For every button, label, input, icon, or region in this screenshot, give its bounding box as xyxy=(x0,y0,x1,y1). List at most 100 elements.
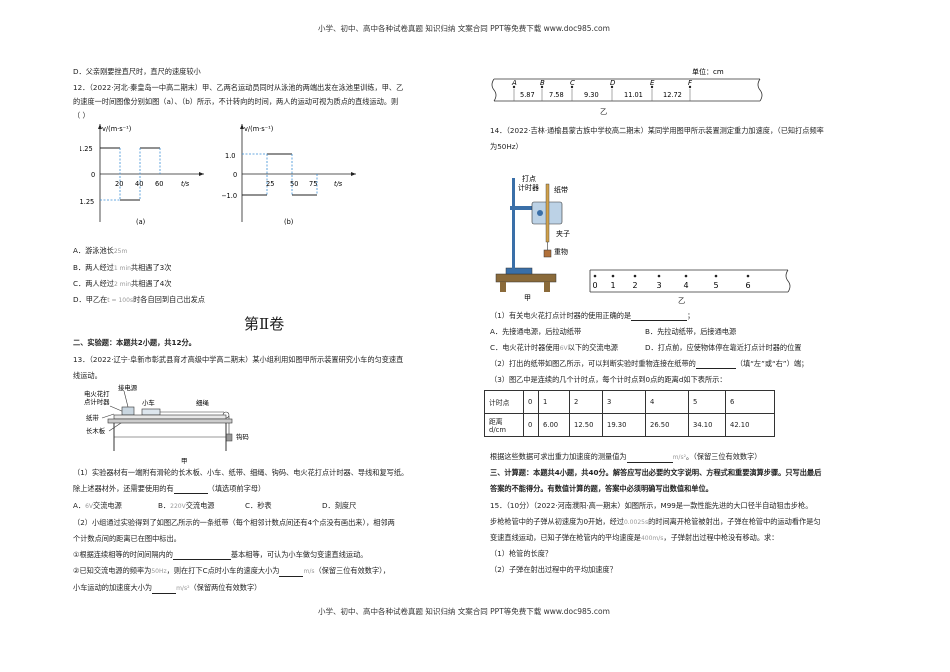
graph-a-xtick-60: 60 xyxy=(155,180,163,188)
tape2-tick-label: 3 xyxy=(657,281,662,290)
q14-3: （3）图乙中是连续的几个计时点，每个计时点到0点的距离d如下表所示： xyxy=(490,375,727,384)
tape2-tick-label: 0 xyxy=(593,281,598,290)
table-cell: 4 xyxy=(645,390,689,414)
distance-table: 计时点 0 1 2 3 4 5 6 距离d/cm 0 6.00 12.50 19… xyxy=(484,390,775,437)
tape-caption: 乙 xyxy=(600,107,608,116)
q15-line1: 15．（10分）（2022·河南濮阳·高一期末）如图所示，M99是一款性能先进的… xyxy=(490,501,813,510)
q13-1-answer-blank[interactable] xyxy=(173,485,208,494)
table-cell: 6.00 xyxy=(538,413,570,437)
graph-a-ytick-neg: −1.25 xyxy=(80,198,94,206)
graph-a-xtick-40: 40 xyxy=(135,180,143,188)
tape-point-dot xyxy=(512,85,516,89)
svg-text:钩码: 钩码 xyxy=(236,432,249,441)
q14-line1: 14．（2022·吉林·通榆县蒙古族中学校高二期末）某同学用图甲所示装置测定重力… xyxy=(490,126,824,135)
q14-2: （2）打出的纸带如图乙所示，可以判断实验时重物连接在纸带的（填“左”或“右”）端… xyxy=(490,359,809,369)
tape2-dot xyxy=(633,274,637,278)
graph-b-caption: (b) xyxy=(284,218,293,226)
tape-point-label: E xyxy=(650,79,655,87)
table-cell: 2 xyxy=(569,390,603,414)
q13-line1: 13．（2022·辽宁·阜新市彰武县育才高级中学高二期末）某小组利用如图甲所示装… xyxy=(73,355,404,364)
table-cell: 5 xyxy=(688,390,726,414)
tape-point-label: C xyxy=(570,79,575,87)
graph-a-xlabel: t/s xyxy=(181,180,190,188)
tape-point-label: A xyxy=(511,79,517,87)
svg-text:甲: 甲 xyxy=(524,294,531,302)
tape-distance-label: 11.01 xyxy=(624,91,643,99)
q13-2-i: ①根据连续相等的时间间隔内的基本相等，可认为小车做匀变速直线运动。 xyxy=(73,550,368,560)
svg-text:甲: 甲 xyxy=(181,457,187,465)
table-cell: 34.10 xyxy=(688,413,726,437)
tape-distance-label: 12.72 xyxy=(663,91,682,99)
svg-text:点计时器: 点计时器 xyxy=(84,397,110,406)
svg-text:打点: 打点 xyxy=(522,174,536,183)
graph-b-xtick-25: 25 xyxy=(266,180,274,188)
table-cell: 距离d/cm xyxy=(484,413,524,437)
tape2-caption: 乙 xyxy=(678,296,686,305)
table-cell: 0 xyxy=(523,413,539,437)
svg-text:夹子: 夹子 xyxy=(556,229,570,238)
tape-point-label: F xyxy=(688,79,693,87)
q13-2-iii-blank[interactable] xyxy=(152,585,177,594)
tape2-dot xyxy=(593,274,597,278)
graph-b-xlabel: t/s xyxy=(334,180,343,188)
q14-option-d: D．打点前，应使物体停在靠近打点计时器的位置 xyxy=(645,343,802,352)
graph-b-xtick-75: 75 xyxy=(309,180,317,188)
q14-line2: 为50Hz） xyxy=(490,142,523,151)
page-header: 小学、初中、高中各种试卷真题 知识归纳 文案合同 PPT等免费下载 www.do… xyxy=(318,24,610,33)
table-cell: 1 xyxy=(538,390,570,414)
svg-text:接电源: 接电源 xyxy=(118,383,138,392)
q13-line2: 线运动。 xyxy=(73,371,102,380)
table-cell: 6 xyxy=(725,390,775,414)
tape-point-dot xyxy=(570,85,574,89)
q14-4-blank[interactable] xyxy=(626,454,673,463)
table-cell: 26.50 xyxy=(645,413,689,437)
q14-option-c: C．电火花计时器使用6V以下的交流电源 xyxy=(490,343,618,352)
tape-point-dot xyxy=(688,85,692,89)
q12-option-c: C．两人经过2 min共相遇了4次 xyxy=(73,279,172,288)
svg-text:纸带: 纸带 xyxy=(554,185,568,194)
graph-a-caption: (a) xyxy=(136,218,145,226)
table-row: 距离d/cm 0 6.00 12.50 19.30 26.50 34.10 42… xyxy=(484,413,775,437)
svg-text:纸带: 纸带 xyxy=(86,413,99,422)
graph-a-ylabel: v/(m·s⁻¹) xyxy=(102,125,131,133)
svg-text:电火花打: 电火花打 xyxy=(84,389,110,398)
graph-b-ytick-neg: −1.0 xyxy=(222,192,237,200)
page-footer: 小学、初中、高中各种试卷真题 知识归纳 文案合同 PPT等免费下载 www.do… xyxy=(318,607,610,616)
tape2-tick-label: 1 xyxy=(611,281,616,290)
table-cell: 0 xyxy=(523,390,539,414)
tape2-tick-label: 2 xyxy=(633,281,638,290)
q13-option-a: A．6V交流电源 xyxy=(73,501,122,510)
graph-b-xtick-50: 50 xyxy=(290,180,298,188)
graph-b-ytick-pos: 1.0 xyxy=(225,152,236,160)
graph-a-ytick-zero: 0 xyxy=(91,171,95,179)
section3-line1: 三、计算题：本题共4小题，共40分。解答应写出必要的文字说明、方程式和重要演算步… xyxy=(490,468,822,477)
table-row: 计时点 0 1 2 3 4 5 6 xyxy=(484,390,775,414)
table-cell: 3 xyxy=(602,390,646,414)
q12-option-b: B．两人经过1 min共相遇了3次 xyxy=(73,263,172,272)
section2-title: 二、实验题：本题共2小题，共12分。 xyxy=(73,338,196,347)
q14-2-blank[interactable] xyxy=(695,360,736,369)
tape-point-dot xyxy=(650,85,654,89)
tape2-tick-label: 6 xyxy=(746,281,751,290)
volume-title: 第Ⅱ卷 xyxy=(244,315,285,333)
q13-2-line1: （2）小组通过实验得到了如图乙所示的一条纸带（每个相邻计数点间还有4个点没有画出… xyxy=(73,518,395,527)
q13-2-ii-blank[interactable] xyxy=(279,568,304,577)
svg-text:细绳: 细绳 xyxy=(196,398,209,407)
q13-1-line2: 除上述器材外，还需要使用的有（填选项前字母） xyxy=(73,484,266,494)
q14-1-blank[interactable] xyxy=(631,312,688,321)
tape2-dot xyxy=(611,274,615,278)
q13-1-line1: （1）实验器材有一端附有滑轮的长木板、小车、纸带、细绳、钩码、电火花打点计时器、… xyxy=(73,468,409,477)
q14-option-b: B．先拉动纸带，后接通电源 xyxy=(645,327,737,336)
q12-line1: 12．（2022·河北·秦皇岛一中高二期末）甲、乙两名运动员同时从泳池的两端出发… xyxy=(73,83,404,92)
q13-2-i-blank[interactable] xyxy=(172,551,231,560)
tape-unit: 单位：cm xyxy=(692,67,724,76)
figure-13-apparatus: 电火花打 点计时器 接电源 小车 细绳 纸带 长木板 钩码 甲 xyxy=(84,383,249,465)
graph-a: v/(m·s⁻¹) 1.25 0 −1.25 20 40 60 t/s (a) xyxy=(80,124,204,226)
q12-option-d: D．甲乙在t = 100s时各自回到自己出发点 xyxy=(73,295,205,304)
q13-option-c: C．秒表 xyxy=(245,501,272,510)
